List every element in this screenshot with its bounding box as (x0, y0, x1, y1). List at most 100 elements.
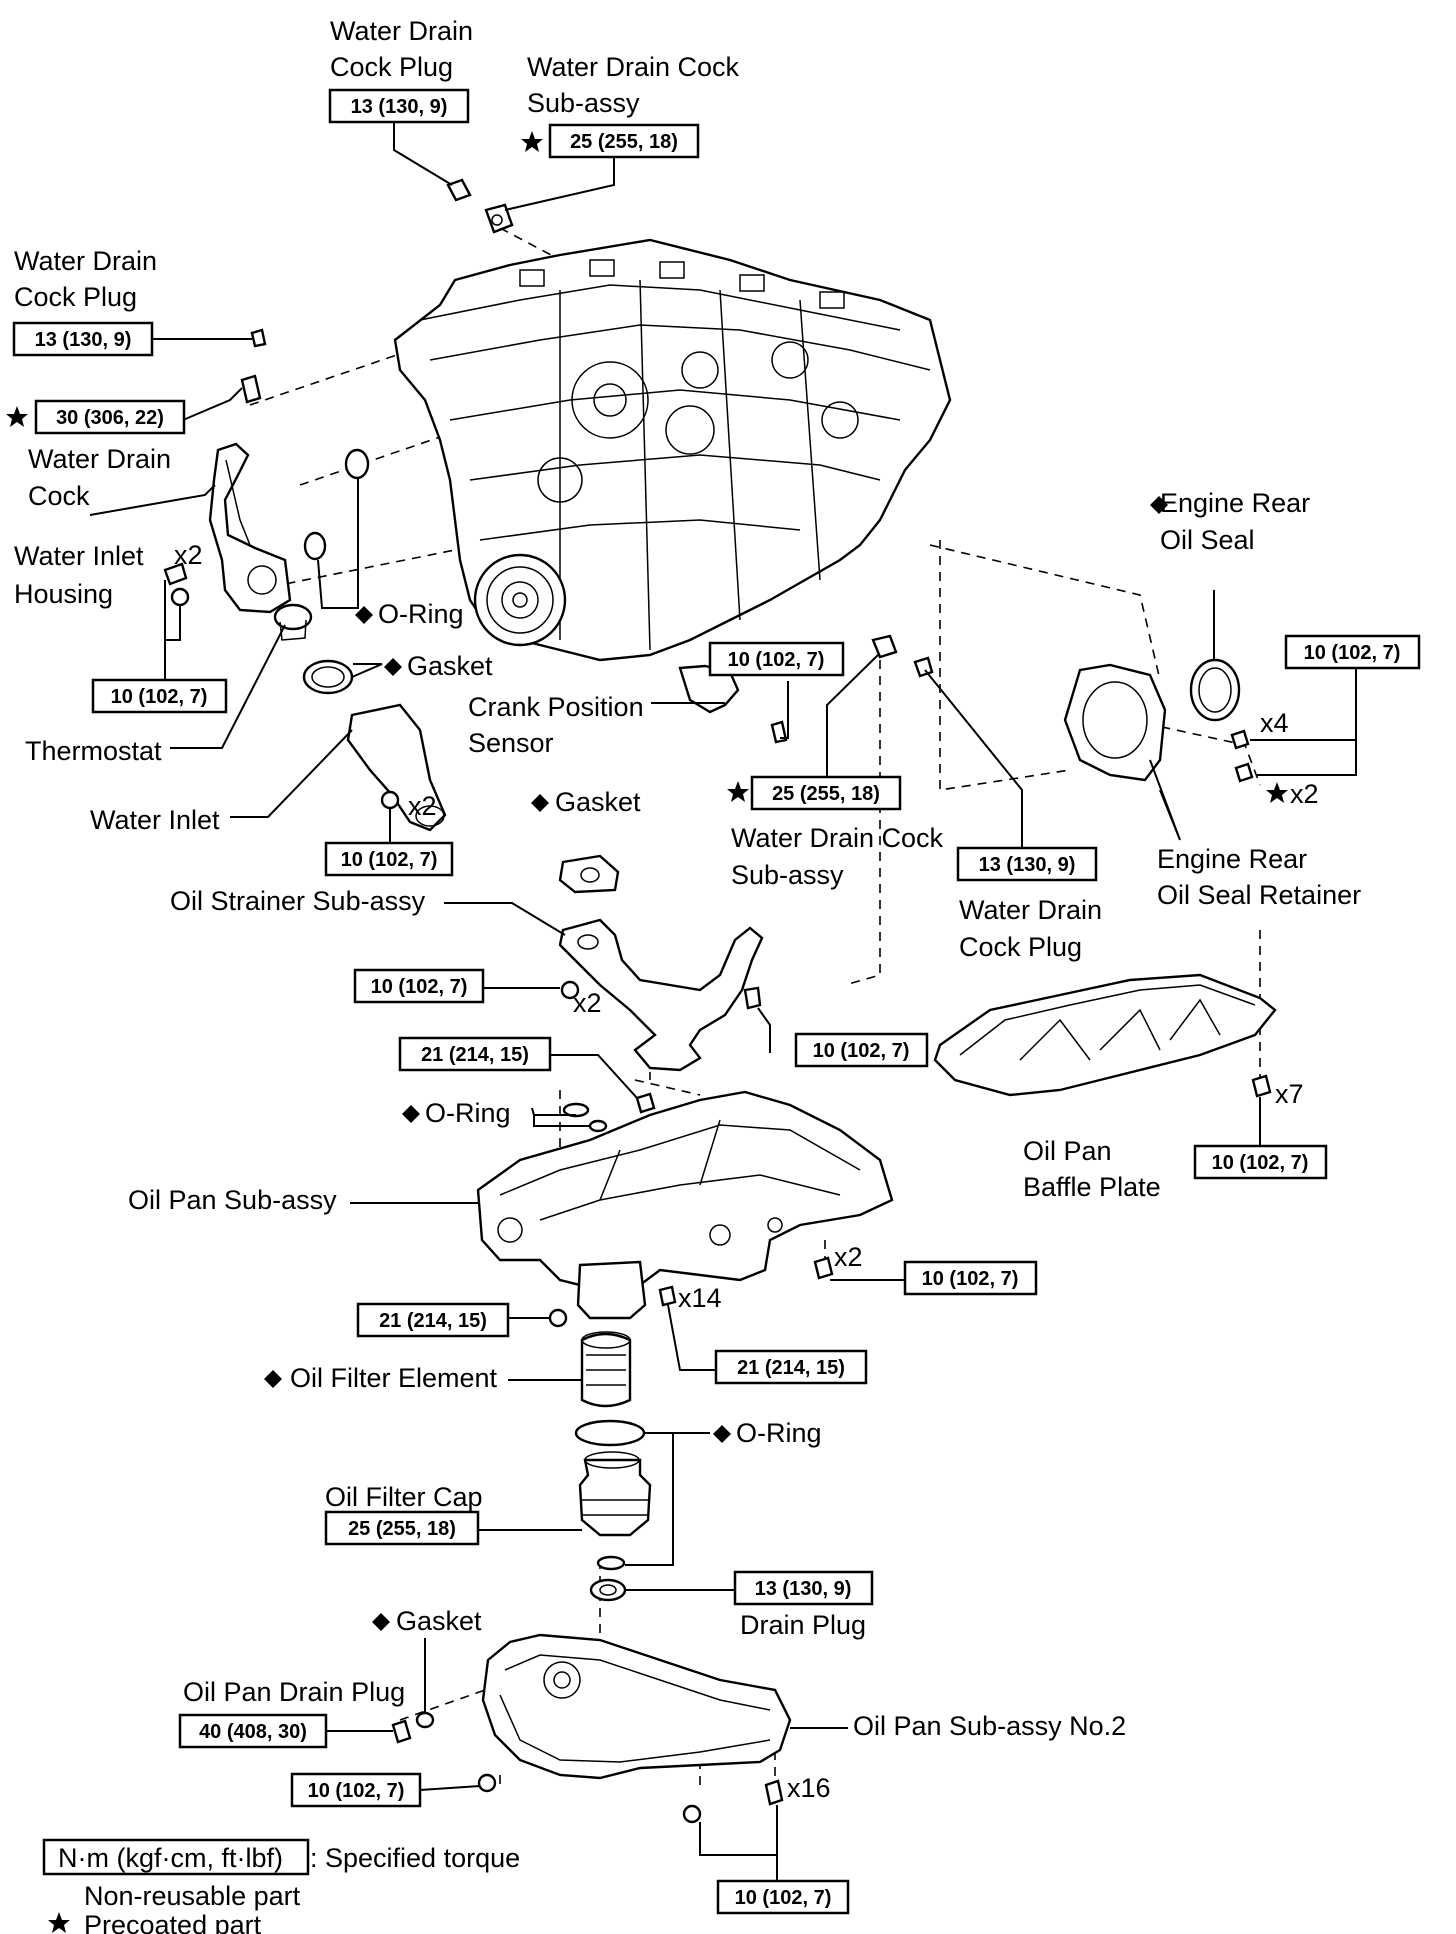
qty-marker: x7 (1275, 1079, 1304, 1109)
label-o-ring-2: O-Ring (425, 1098, 511, 1128)
torque-box: 13 (130, 9) (956, 846, 1098, 882)
label-oil-filter-element: Oil Filter Element (290, 1363, 498, 1393)
label-gasket-1: Gasket (407, 651, 493, 681)
label-water-drain-cock-subassy-right-line2: Sub-assy (731, 860, 844, 890)
torque-box: 21 (214, 15) (714, 1349, 868, 1385)
non-reusable-diamond-icon (264, 1370, 282, 1388)
torque-box: 21 (214, 15) (398, 1036, 552, 1072)
label-water-inlet-housing-line1: Water Inlet (14, 541, 144, 571)
engine-block (393, 238, 952, 662)
torque-box: 30 (306, 22) (34, 399, 186, 435)
label-drain-plug: Drain Plug (740, 1610, 866, 1640)
torque-value: 10 (102, 7) (735, 1887, 832, 1909)
torque-box: 10 (102, 7) (353, 968, 485, 1004)
torque-value: 13 (130, 9) (35, 329, 132, 351)
label-engine-rear-oil-seal-line1: Engine Rear (1160, 488, 1310, 518)
legend-torque-unit: N·m (kgf·cm, ft·lbf) (58, 1843, 283, 1873)
qty-marker: x14 (678, 1283, 722, 1313)
label-oil-pan-subassy: Oil Pan Sub-assy (128, 1185, 337, 1215)
qty-marker: x2 (174, 540, 203, 570)
label-oil-pan-baffle-plate-line2: Baffle Plate (1023, 1172, 1161, 1202)
label-water-drain-cock-plug-left-line1: Water Drain (14, 246, 157, 276)
torque-value: 13 (130, 9) (755, 1578, 852, 1600)
torque-value: 21 (214, 15) (379, 1310, 487, 1332)
torque-value: 10 (102, 7) (371, 976, 468, 998)
label-water-inlet-housing-line2: Housing (14, 579, 113, 609)
torque-box: 10 (102, 7) (903, 1260, 1038, 1296)
non-reusable-diamond-icon (355, 606, 373, 624)
label-oil-strainer-subassy: Oil Strainer Sub-assy (170, 886, 426, 916)
torque-value: 13 (130, 9) (351, 96, 448, 118)
label-water-drain-cock-plug-top-line2: Cock Plug (330, 52, 453, 82)
torque-box: 10 (102, 7) (1193, 1144, 1328, 1180)
label-water-drain-cock-subassy-top-line2: Sub-assy (527, 88, 640, 118)
label-water-drain-cock-subassy-top-line1: Water Drain Cock (527, 52, 740, 82)
torque-value: 10 (102, 7) (308, 1780, 405, 1802)
legend-torque-desc: : Specified torque (310, 1843, 520, 1873)
torque-value: 10 (102, 7) (813, 1040, 910, 1062)
torque-specs: 13 (130, 9) 25 (255, 18) 13 (130, 9) 30 … (12, 88, 1421, 1915)
label-oil-pan-baffle-plate-line1: Oil Pan (1023, 1136, 1112, 1166)
torque-box: 10 (102, 7) (716, 1879, 850, 1915)
label-engine-rear-oil-seal-line2: Oil Seal (1160, 525, 1255, 555)
torque-box: 40 (408, 30) (178, 1713, 328, 1749)
torque-box: 13 (130, 9) (328, 88, 470, 124)
torque-box: 10 (102, 7) (794, 1032, 929, 1068)
legend-non-reusable: Non-reusable part (84, 1881, 301, 1911)
label-crank-position-sensor-line2: Sensor (468, 728, 554, 758)
torque-box: 10 (102, 7) (1284, 634, 1421, 670)
label-o-ring-1: O-Ring (378, 599, 464, 629)
label-water-drain-cock-line1: Water Drain (28, 444, 171, 474)
label-water-drain-cock-subassy-right-line1: Water Drain Cock (731, 823, 944, 853)
non-reusable-diamond-icon (402, 1105, 420, 1123)
torque-value: 10 (102, 7) (111, 686, 208, 708)
torque-box: 25 (255, 18) (750, 775, 902, 811)
label-crank-position-sensor-line1: Crank Position (468, 692, 644, 722)
leader-lines (89, 122, 1357, 1888)
precoated-star-icon (521, 131, 543, 152)
torque-value: 13 (130, 9) (979, 854, 1076, 876)
torque-value: 25 (255, 18) (772, 783, 880, 805)
label-engine-rear-oil-seal-retainer-line1: Engine Rear (1157, 844, 1307, 874)
label-oil-pan-drain-plug: Oil Pan Drain Plug (183, 1677, 405, 1707)
qty-marker: x2 (834, 1242, 863, 1272)
non-reusable-diamond-icon (713, 1425, 731, 1443)
legend: N·m (kgf·cm, ft·lbf) : Specified torque … (42, 1838, 520, 1934)
torque-value: 30 (306, 22) (56, 407, 164, 429)
label-oil-pan-subassy-no2: Oil Pan Sub-assy No.2 (853, 1711, 1126, 1741)
label-engine-rear-oil-seal-retainer-line2: Oil Seal Retainer (1157, 880, 1361, 910)
label-o-ring-3: O-Ring (736, 1418, 822, 1448)
torque-box: 13 (130, 9) (12, 321, 154, 357)
qty-marker: x2 (1290, 779, 1319, 809)
rear-oil-seal-parts (1063, 658, 1254, 783)
torque-value: 25 (255, 18) (348, 1518, 456, 1540)
torque-box: 10 (102, 7) (324, 841, 454, 877)
torque-value: 10 (102, 7) (728, 649, 825, 671)
torque-box: 21 (214, 15) (356, 1302, 510, 1338)
oil-pan-baffle-plate (933, 973, 1277, 1098)
torque-box: 25 (255, 18) (324, 1510, 480, 1546)
label-gasket-3: Gasket (396, 1606, 482, 1636)
oil-filter-parts (574, 1331, 652, 1602)
torque-box: 10 (102, 7) (708, 641, 845, 677)
torque-value: 10 (102, 7) (922, 1268, 1019, 1290)
torque-value: 25 (255, 18) (570, 131, 678, 153)
torque-value: 10 (102, 7) (1212, 1152, 1309, 1174)
torque-box: 10 (102, 7) (91, 678, 228, 714)
precoated-star-icon (727, 781, 749, 802)
qty-marker: x4 (1260, 708, 1289, 738)
legend-precoated: Precoated part (84, 1910, 262, 1934)
precoated-star-icon (48, 1912, 70, 1933)
precoated-star-icon (1266, 782, 1288, 803)
part-labels: Water Drain Cock Plug Water Drain Cock S… (14, 16, 1361, 1741)
legend-torque-box (42, 1838, 310, 1876)
qty-marker: x2 (573, 988, 602, 1018)
part-symbols (6, 131, 1288, 1933)
torque-value: 21 (214, 15) (421, 1044, 529, 1066)
label-thermostat: Thermostat (25, 736, 162, 766)
label-water-drain-cock-plug-top-line1: Water Drain (330, 16, 473, 46)
label-water-drain-cock-plug-right-line1: Water Drain (959, 895, 1102, 925)
torque-box: 13 (130, 9) (733, 1570, 874, 1606)
